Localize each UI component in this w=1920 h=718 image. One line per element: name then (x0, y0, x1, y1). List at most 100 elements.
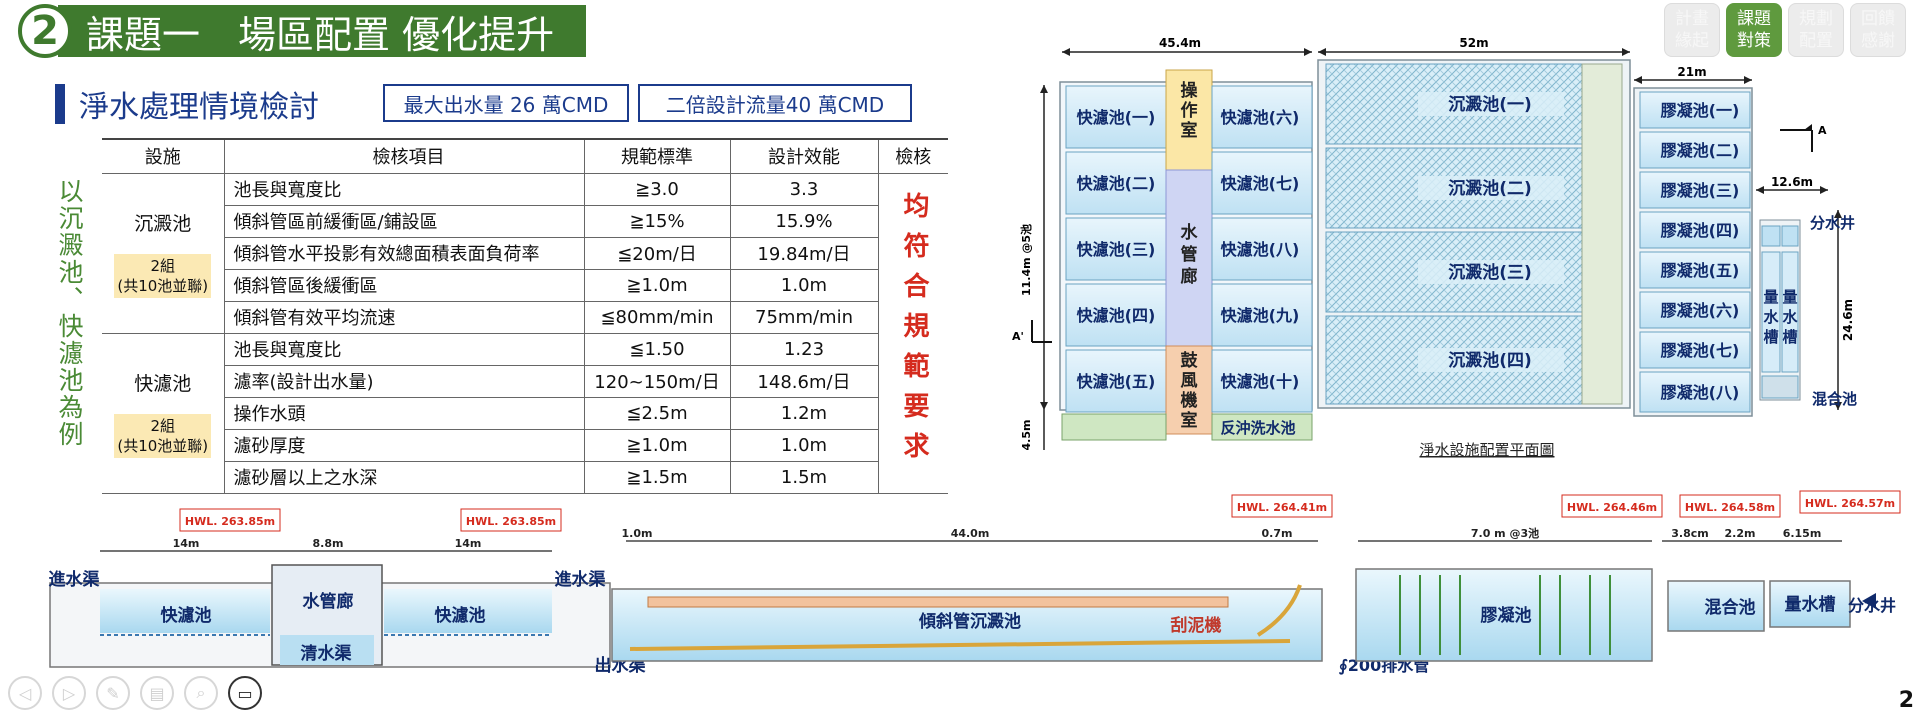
table-cell: 池長與寬度比 (224, 333, 585, 366)
filter-label: 快濾池(二) (1077, 174, 1156, 193)
inlet-right: 進水渠 (555, 569, 607, 590)
filter-label: 快濾池(十) (1221, 372, 1300, 391)
nav-planning[interactable]: 規劃 配置 (1788, 3, 1844, 57)
inlet-left: 進水渠 (49, 569, 101, 590)
sedimentation-label: 沉澱池(三) (1448, 262, 1532, 283)
next-slide-icon[interactable]: ▷ (52, 676, 86, 710)
table-cell: ≧15% (584, 205, 731, 238)
table-cell: 120~150m/日 (584, 365, 731, 398)
dim-label: 24.6m (1841, 299, 1855, 341)
col-design: 設計效能 (730, 138, 879, 174)
measuring-tank: 量水槽 (1785, 594, 1836, 615)
table-cell: 1.5m (730, 461, 879, 494)
filters-right: 快濾池(六) 快濾池(七) 快濾池(八) 快濾池(九) 快濾池(十) (1211, 85, 1313, 413)
sedimentation-label: 沉澱池(二) (1448, 178, 1532, 199)
dim-label: 44.0m (951, 527, 990, 540)
filter-label: 快濾池(三) (1077, 240, 1156, 259)
group-name: 沉澱池 (134, 212, 192, 235)
prev-slide-icon[interactable]: ◁ (8, 676, 42, 710)
dim-label: 21m (1677, 65, 1706, 79)
table-cell: 操作水頭 (224, 397, 585, 430)
pipe-gallery-3: 廊 (1181, 266, 1198, 287)
table-row: 快濾池 2組 (共10池並聯) 池長與寬度比 ≦1.50 1.23 (102, 333, 948, 494)
group-tag: 2組 (共10池並聯) (114, 413, 212, 458)
hwl-tag: HWL. 264.41m (1237, 501, 1327, 514)
col-standard: 規範標準 (584, 138, 731, 174)
badge-design-flow: 二倍設計流量40 萬CMD (638, 84, 912, 122)
nav-feedback[interactable]: 回饋 感謝 (1850, 3, 1906, 57)
table-cell: 傾斜管區後緩衝區 (224, 269, 585, 302)
table-row: 濾砂厚度 ≧1.0m 1.0m (102, 429, 948, 462)
floc-label: 膠凝池(三) (1661, 181, 1740, 200)
mixing-tank: 混合池 (1705, 597, 1756, 618)
table-row: 傾斜管有效平均流速 ≦80mm/min 75mm/min (102, 301, 948, 334)
nav-issues-strategies[interactable]: 課題 對策 (1726, 3, 1782, 57)
blower-room-4: 室 (1181, 410, 1198, 431)
slides-grid-icon[interactable]: ▤ (140, 676, 174, 710)
pipe-gallery-1: 水 (1181, 222, 1199, 243)
floc-tank: 膠凝池 (1481, 605, 1532, 626)
dim-label: 3.8cm (1671, 527, 1708, 540)
group-name: 快濾池 (134, 372, 192, 395)
floc-label: 膠凝池(二) (1661, 141, 1740, 160)
table-header-row: 設施 檢核項目 規範標準 設計效能 檢核 (102, 138, 948, 174)
table-row: 傾斜管區前緩衝區/鋪設區 ≧15% 15.9% (102, 205, 948, 238)
blower-room-2: 風 (1181, 371, 1198, 391)
table-cell: 1.23 (730, 333, 879, 366)
sedimentation-label: 沉澱池(一) (1448, 94, 1532, 115)
group-tag: 2組 (共10池並聯) (114, 253, 212, 298)
filter-label: 快濾池(七) (1221, 174, 1300, 193)
slide-header: 2 課題一 場區配置 優化提升 (18, 4, 586, 58)
hwl-tag: HWL. 264.58m (1685, 501, 1775, 514)
table-cell: ≧3.0 (584, 173, 731, 206)
measure-tank-1c: 槽 (1763, 328, 1778, 346)
filters-left: 快濾池(一) 快濾池(二) 快濾池(三) 快濾池(四) 快濾池(五) (1065, 85, 1167, 413)
section-heading: 淨水處理情境檢討 (55, 82, 319, 126)
section-mark-a2: A' (1012, 320, 1052, 343)
table-cell: 池長與寬度比 (224, 173, 585, 206)
dim-label: 11.4m @5池 (1019, 224, 1033, 296)
table-cell: 傾斜管有效平均流速 (224, 301, 585, 334)
pen-icon[interactable]: ✎ (96, 676, 130, 710)
hwl-tag: HWL. 263.85m (185, 515, 275, 528)
nav-background[interactable]: 計畫 緣起 (1664, 3, 1720, 57)
floc-label: 膠凝池(六) (1661, 301, 1740, 320)
table-cell: 148.6m/日 (730, 365, 879, 398)
table-cell: 濾率(設計出水量) (224, 365, 585, 398)
plan-diagram: 45.4m 52m 21m 12.6m 24.6m 11.4m @5池 4.5m… (1012, 36, 1857, 459)
table-cell: 15.9% (730, 205, 879, 238)
table-cell: ≧1.0m (584, 429, 731, 462)
operation-room-3: 室 (1181, 120, 1198, 141)
table-row: 傾斜管區後緩衝區 ≧1.0m 1.0m (102, 269, 948, 302)
dim-label: 14m (455, 537, 482, 550)
flocculation-basins: 膠凝池(一) 膠凝池(二) 膠凝池(三) 膠凝池(四) 膠凝池(五) 膠凝池(六… (1639, 91, 1751, 413)
measure-tank-2b: 水 (1782, 308, 1798, 326)
operation-room-2: 作 (1181, 100, 1198, 121)
table-cell: 濾砂層以上之水深 (224, 461, 585, 494)
table-cell: ≧1.5m (584, 461, 731, 494)
camera-icon[interactable]: ▭ (228, 676, 262, 710)
section-number: 2 (18, 4, 72, 58)
filter-right: 快濾池 (435, 605, 486, 626)
zoom-icon[interactable]: ⌕ (184, 676, 218, 710)
verdict-text: 均符合規範要求 (899, 192, 929, 472)
table-row: 濾砂層以上之水深 ≧1.5m 1.5m (102, 461, 948, 494)
table-row: 操作水頭 ≦2.5m 1.2m (102, 397, 948, 430)
pipe-gallery: 水管廊 (303, 591, 354, 612)
group-rapid-filter: 快濾池 2組 (共10池並聯) (102, 333, 225, 494)
dim-label: 7.0 m @3池 (1471, 526, 1539, 540)
floc-label: 膠凝池(四) (1661, 221, 1740, 240)
col-item: 檢核項目 (224, 138, 585, 174)
dim-label: 45.4m (1159, 36, 1201, 50)
table-row: 傾斜管水平投影有效總面積表面負荷率 ≦20m/日 19.84m/日 (102, 237, 948, 270)
measure-tank-1b: 水 (1763, 308, 1779, 326)
floc-label: 膠凝池(一) (1661, 101, 1740, 120)
pipe-gallery-2: 管 (1181, 244, 1198, 265)
dim-label: 6.15m (1783, 527, 1822, 540)
table-row: 沉澱池 2組 (共10池並聯) 池長與寬度比 ≧3.0 3.3 (102, 173, 948, 494)
sedimentation-label: 沉澱池(四) (1448, 350, 1532, 371)
page-number: 2 (1898, 688, 1914, 713)
backwash-tank: 反沖洗水池 (1220, 419, 1295, 437)
blower-room-3: 機 (1181, 390, 1198, 411)
dim-label: 4.5m (1020, 420, 1033, 451)
